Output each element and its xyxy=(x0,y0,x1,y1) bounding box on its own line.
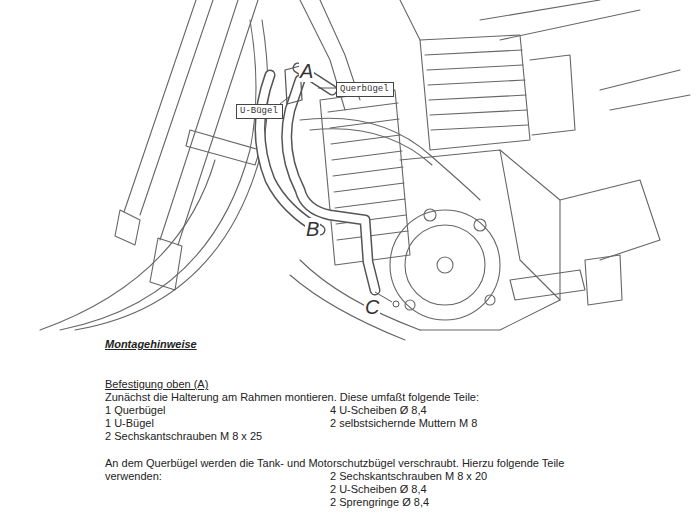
parts-item: 2 Sechskantschrauben M 8 x 25 xyxy=(105,430,262,443)
callout-letter: B xyxy=(305,218,320,240)
part-name: U-Bügel xyxy=(240,106,279,117)
parts-item: 1 U-Bügel xyxy=(105,417,154,430)
callout-letter: A xyxy=(299,60,314,82)
part-name: Querbügel xyxy=(340,84,390,95)
parts-item: 2 Sechskantschrauben M 8 x 20 xyxy=(330,470,487,483)
parts-item: 4 U-Scheiben Ø 8,4 xyxy=(330,404,427,417)
callout-letter: C xyxy=(364,296,380,318)
instruction-text: Zunächst die Halterung am Rahmen montier… xyxy=(105,391,479,404)
part-name-box: Querbügel xyxy=(336,82,394,97)
parts-item: 2 Sprengringe Ø 8,4 xyxy=(330,496,429,509)
subheading: Befestigung oben (A) xyxy=(105,378,208,391)
parts-item: 2 selbstsichernde Muttern M 8 xyxy=(330,417,477,430)
parts-item: 1 Querbügel xyxy=(105,404,166,417)
part-name-box: U-Bügel xyxy=(236,104,283,119)
section-heading: Montagehinweise xyxy=(105,338,197,351)
parts-item: 2 U-Scheiben Ø 8,4 xyxy=(330,483,427,496)
